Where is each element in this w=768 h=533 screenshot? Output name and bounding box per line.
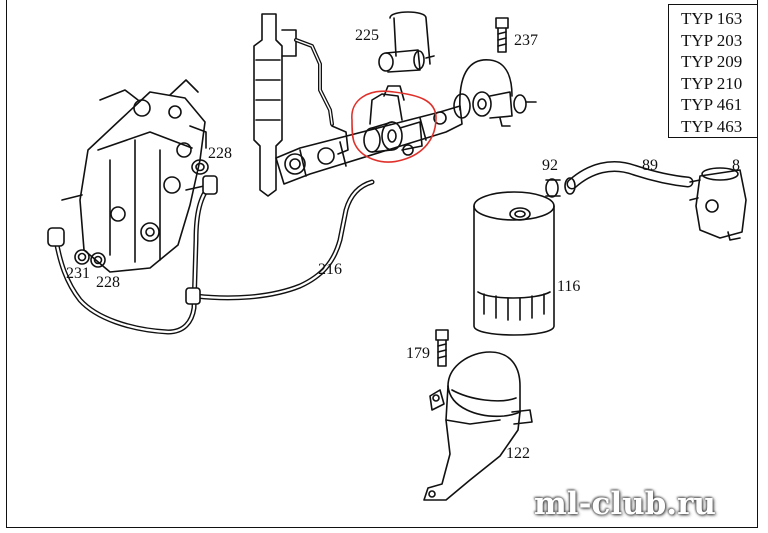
seal-rings (74, 159, 209, 268)
fuel-line-216 (47, 175, 375, 335)
callout-122: 122 (506, 445, 530, 462)
callout-231: 231 (66, 265, 90, 282)
callout-228-top: 228 (208, 145, 232, 162)
high-pressure-pump (61, 79, 207, 273)
bolt-179 (435, 329, 449, 367)
rail-sensor (453, 59, 537, 127)
callout-92: 92 (542, 157, 558, 174)
watermark: ml-club.ru (534, 486, 716, 522)
callout-89: 89 (642, 157, 658, 174)
callout-116: 116 (557, 278, 581, 295)
type-item: TYP 463 (681, 116, 743, 136)
injector (253, 13, 334, 197)
pressure-valve (363, 85, 423, 156)
callout-8: 8 (732, 157, 740, 174)
type-list-box: TYP 163 TYP 203 TYP 209 TYP 210 TYP 461 … (668, 4, 758, 138)
bracket-122 (423, 351, 533, 501)
housing-8 (689, 167, 747, 241)
type-item: TYP 203 (681, 30, 743, 50)
type-item: TYP 209 (681, 52, 743, 71)
bolt-237 (495, 17, 509, 53)
diagram-frame (6, 0, 758, 528)
callout-179: 179 (406, 345, 430, 362)
callout-228-bottom: 228 (96, 274, 120, 291)
clip-225 (378, 11, 435, 73)
callout-225: 225 (355, 27, 379, 44)
hose-89 (545, 161, 694, 198)
type-item: TYP 210 (681, 73, 743, 93)
type-item: TYP 461 (681, 95, 743, 114)
type-item: TYP 163 (681, 9, 743, 28)
callout-216: 216 (318, 261, 342, 278)
highlight-marker (351, 90, 437, 163)
callout-237: 237 (514, 32, 538, 49)
fuel-rail (275, 105, 463, 185)
fuel-filter-116 (473, 191, 555, 336)
